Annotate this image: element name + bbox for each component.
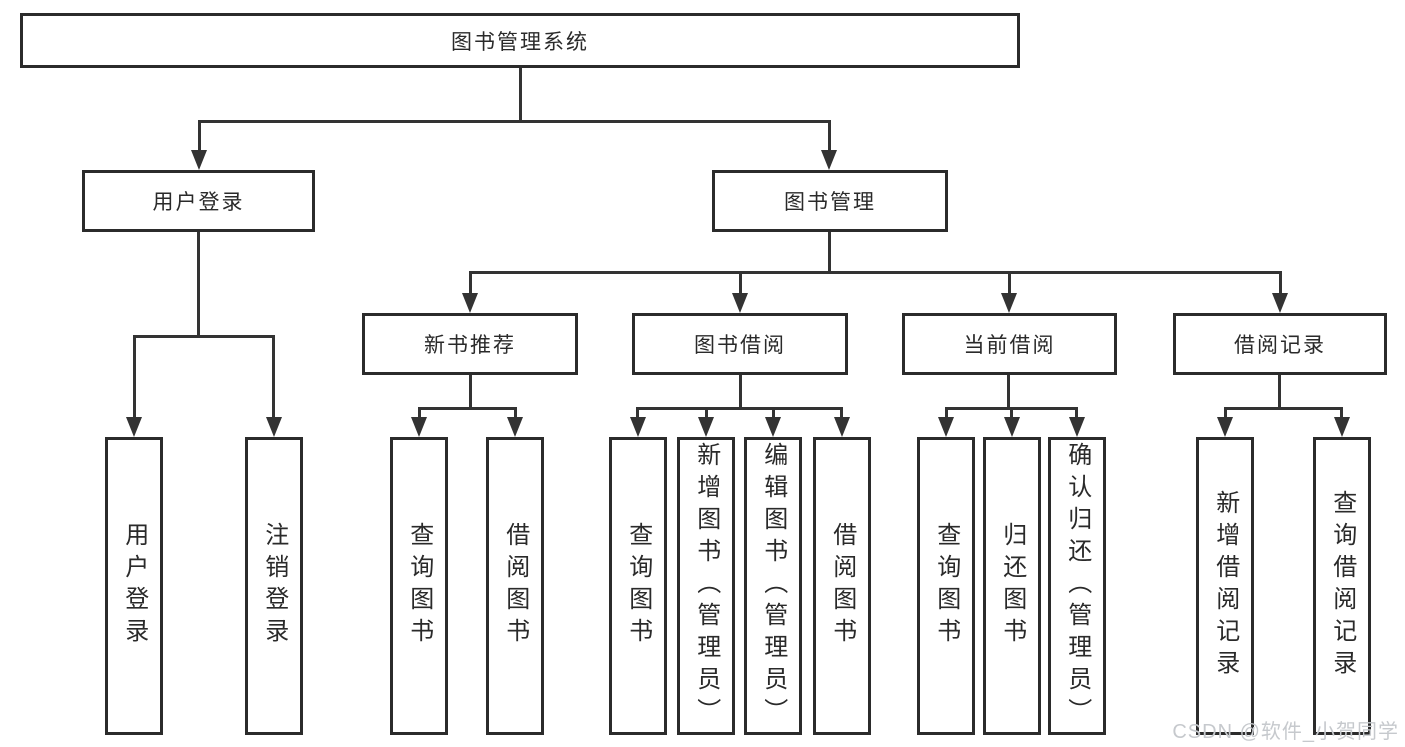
arrow-down-icon	[1272, 293, 1288, 313]
connector-to-current-borrow	[1008, 271, 1011, 293]
connector-leaf-stem	[772, 407, 775, 417]
node-book-borrow: 图书借阅	[632, 313, 848, 375]
arrow-down-icon	[630, 417, 646, 437]
arrow-down-icon	[411, 417, 427, 437]
connector-leaf-stem	[1224, 407, 1227, 417]
leaf-borrow-books-recommend: 借阅图书	[486, 437, 544, 735]
arrow-down-icon	[821, 150, 837, 170]
connector-leaf-stem	[514, 407, 517, 417]
leaf-label: 确认归还（管理员）	[1063, 442, 1091, 730]
arrow-down-icon	[266, 417, 282, 437]
connector-userlogin-stem	[197, 232, 200, 335]
node-library-management-system: 图书管理系统	[20, 13, 1020, 68]
leaf-add-borrow-record: 新增借阅记录	[1196, 437, 1254, 735]
node-borrow-records: 借阅记录	[1173, 313, 1387, 375]
connector-root-stem	[519, 68, 522, 120]
arrow-down-icon	[126, 417, 142, 437]
leaf-label: 新增图书（管理员）	[692, 442, 720, 730]
arrow-down-icon	[765, 417, 781, 437]
leaf-add-books-admin: 新增图书（管理员）	[677, 437, 735, 735]
connector-currentborrow-stem	[1007, 375, 1010, 407]
leaf-label: 查询借阅记录	[1328, 490, 1356, 682]
leaf-query-books-borrow: 查询图书	[609, 437, 667, 735]
node-label: 当前借阅	[963, 334, 1056, 357]
leaf-label: 查询图书	[932, 522, 960, 650]
connector-leaf-stem	[705, 407, 708, 417]
leaf-borrow-books: 借阅图书	[813, 437, 871, 735]
connector-to-leaf-user-login	[133, 335, 136, 417]
connector-leaf-stem	[1340, 407, 1343, 417]
arrow-down-icon	[507, 417, 523, 437]
connector-leaf-stem	[418, 407, 421, 417]
leaf-label: 查询图书	[405, 522, 433, 650]
connector-newbook-stem	[469, 375, 472, 407]
node-label: 图书借阅	[694, 334, 786, 357]
connector-to-new-book	[469, 271, 472, 293]
arrow-down-icon	[1001, 293, 1017, 313]
arrow-down-icon	[1334, 417, 1350, 437]
arrow-down-icon	[698, 417, 714, 437]
arrow-down-icon	[191, 150, 207, 170]
node-label: 新书推荐	[424, 334, 516, 357]
node-user-login: 用户登录	[82, 170, 315, 232]
connector-to-borrow-records	[1279, 271, 1282, 293]
connector-bookmgmt-bar	[469, 271, 1281, 274]
leaf-label: 借阅图书	[501, 522, 529, 650]
connector-leaf-stem	[840, 407, 843, 417]
arrow-down-icon	[1004, 417, 1020, 437]
connector-to-book-borrow	[739, 271, 742, 293]
node-label: 图书管理	[784, 191, 876, 214]
arrow-down-icon	[1069, 417, 1085, 437]
arrow-down-icon	[1217, 417, 1233, 437]
connector-to-book-management	[828, 120, 831, 150]
leaf-label: 注销登录	[260, 522, 288, 650]
leaf-return-books: 归还图书	[983, 437, 1041, 735]
connector-bookmgmt-stem	[828, 232, 831, 271]
connector-leaf-stem	[1075, 407, 1078, 417]
arrow-down-icon	[462, 293, 478, 313]
connector-records-stem	[1278, 375, 1281, 407]
node-label: 图书管理系统	[451, 30, 589, 54]
node-current-borrow: 当前借阅	[902, 313, 1117, 375]
connector-records-bar	[1224, 407, 1342, 410]
connector-newbook-bar	[418, 407, 517, 410]
leaf-query-books-recommend: 查询图书	[390, 437, 448, 735]
leaf-label: 归还图书	[998, 522, 1026, 650]
connector-leaf-stem	[1010, 407, 1013, 417]
connector-leaf-stem	[636, 407, 639, 417]
leaf-edit-books-admin: 编辑图书（管理员）	[744, 437, 802, 735]
leaf-label: 编辑图书（管理员）	[759, 442, 787, 730]
node-label: 借阅记录	[1234, 334, 1326, 357]
leaf-query-books-current: 查询图书	[917, 437, 975, 735]
leaf-logout: 注销登录	[245, 437, 303, 735]
node-book-management: 图书管理	[712, 170, 948, 232]
leaf-query-borrow-record: 查询借阅记录	[1313, 437, 1371, 735]
leaf-label: 用户登录	[120, 522, 148, 650]
connector-to-user-login	[198, 120, 201, 150]
leaf-label: 查询图书	[624, 522, 652, 650]
connector-userlogin-bar	[133, 335, 275, 338]
connector-to-leaf-logout	[272, 335, 275, 417]
leaf-user-login: 用户登录	[105, 437, 163, 735]
connector-bookborrow-stem	[739, 375, 742, 407]
arrow-down-icon	[732, 293, 748, 313]
node-label: 用户登录	[152, 191, 245, 214]
arrow-down-icon	[834, 417, 850, 437]
leaf-confirm-return-admin: 确认归还（管理员）	[1048, 437, 1106, 735]
leaf-label: 借阅图书	[828, 522, 856, 650]
connector-root-bar	[198, 120, 830, 123]
connector-bookborrow-bar	[636, 407, 843, 410]
arrow-down-icon	[938, 417, 954, 437]
csdn-watermark: CSDN @软件_小贺同学	[1172, 721, 1399, 743]
connector-leaf-stem	[945, 407, 948, 417]
node-new-book-recommend: 新书推荐	[362, 313, 578, 375]
leaf-label: 新增借阅记录	[1211, 490, 1239, 682]
